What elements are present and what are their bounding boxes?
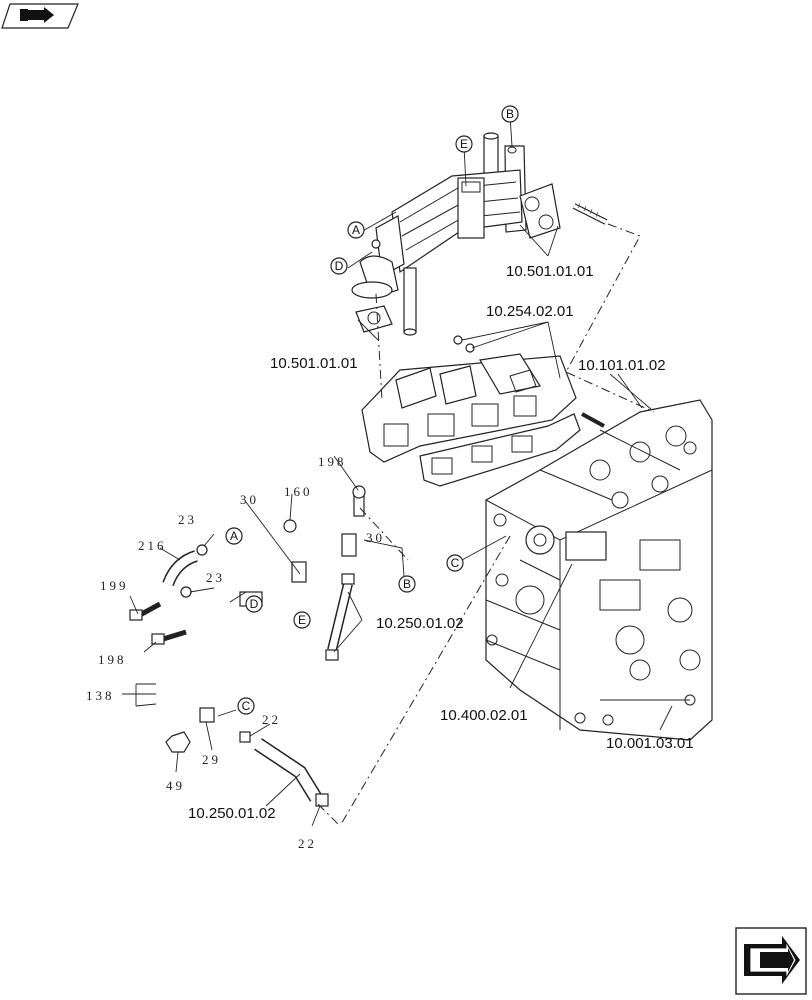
part-49: 49	[166, 778, 185, 793]
ref-10-101-01-02[interactable]: 10.101.01.02	[578, 357, 666, 374]
ref-10-501-01-01-left[interactable]: 10.501.01.01	[270, 355, 358, 372]
part-22-b: 22	[298, 836, 317, 851]
svg-text:E: E	[460, 137, 468, 151]
callout-C-block: C	[446, 554, 464, 572]
callout-B-top: B	[501, 105, 519, 123]
svg-text:A: A	[230, 529, 238, 543]
callout-C-pipe: C	[237, 697, 255, 715]
part-199: 199	[100, 578, 129, 593]
exhaust-manifold	[361, 335, 605, 487]
part-198-top: 198	[318, 454, 347, 469]
part-160: 160	[284, 484, 313, 499]
svg-text:B: B	[403, 577, 411, 591]
part-30-left: 30	[240, 492, 259, 507]
svg-text:C: C	[242, 699, 251, 713]
callout-E-pipe: E	[293, 611, 311, 629]
part-23-a: 23	[178, 512, 197, 527]
svg-text:B: B	[506, 107, 514, 121]
callout-E-top: E	[455, 135, 473, 153]
ref-10-254-02-01[interactable]: 10.254.02.01	[486, 303, 574, 320]
svg-text:A: A	[352, 223, 360, 237]
egr-cooler	[351, 132, 608, 336]
alignment-lines	[317, 223, 655, 827]
ref-10-250-01-02-mid[interactable]: 10.250.01.02	[376, 615, 464, 632]
part-29: 29	[202, 752, 221, 767]
ref-10-400-02-01[interactable]: 10.400.02.01	[440, 707, 528, 724]
part-198-left: 198	[98, 652, 127, 667]
ref-10-001-03-01[interactable]: 10.001.03.01	[606, 735, 694, 752]
svg-text:C: C	[451, 556, 460, 570]
callout-B-pipe: B	[398, 575, 416, 593]
callout-A-top: A	[347, 221, 365, 239]
ref-10-501-01-01-top[interactable]: 10.501.01.01	[506, 263, 594, 280]
part-138: 138	[86, 688, 115, 703]
part-22-a: 22	[262, 712, 281, 727]
part-30-right: 30	[366, 530, 385, 545]
callout-A-pipe: A	[225, 527, 243, 545]
part-23-b: 23	[206, 570, 225, 585]
ref-10-250-01-02-bottom[interactable]: 10.250.01.02	[188, 805, 276, 822]
book-arrow-icon[interactable]	[1, 3, 79, 29]
callout-D-top: D	[330, 257, 348, 275]
callout-D-pipe: D	[245, 595, 263, 613]
svg-text:D: D	[335, 259, 344, 273]
svg-text:D: D	[250, 597, 259, 611]
leader-lines	[122, 114, 673, 827]
egr-pipe-assembly	[129, 485, 366, 807]
next-page-arrow-icon[interactable]	[735, 927, 807, 995]
part-216: 216	[138, 538, 167, 553]
svg-text:E: E	[298, 613, 306, 627]
engine-block	[485, 399, 713, 741]
